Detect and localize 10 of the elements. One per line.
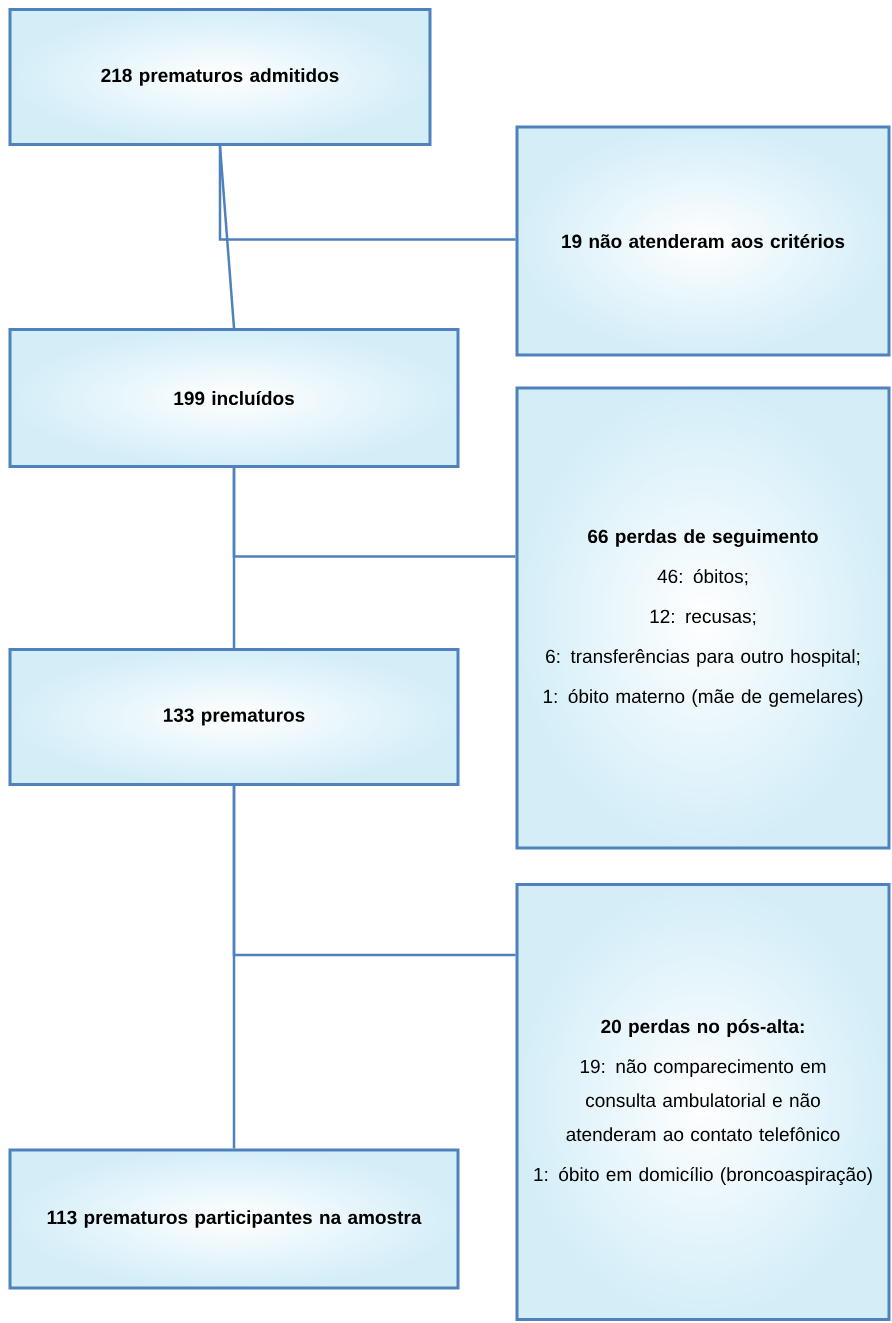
connector-line: [232, 786, 516, 957]
flow-box: 113 prematuros participantes na amostra: [8, 1148, 460, 1290]
connector-line: [232, 468, 516, 558]
connector-line: [218, 146, 516, 241]
flow-box: 199 incluídos: [8, 328, 460, 468]
flow-box: 218 prematuros admitidos: [8, 8, 432, 146]
flow-box: 20 perdas no pós-alta: 19: não comparecimento em consulta ambulatorial e não atenderam ao contato telefônico 1: óbito em domicílio (broncoaspiração): [515, 883, 891, 1321]
flow-box: 133 prematuros: [8, 648, 460, 786]
flow-box: 66 perdas de seguimento 46: óbitos; 12: recusas; 6: transferências para outro hospital; 1: óbito materno (mãe de gemelares): [515, 386, 891, 850]
flow-box: 19 não atenderam aos critérios: [515, 125, 891, 357]
